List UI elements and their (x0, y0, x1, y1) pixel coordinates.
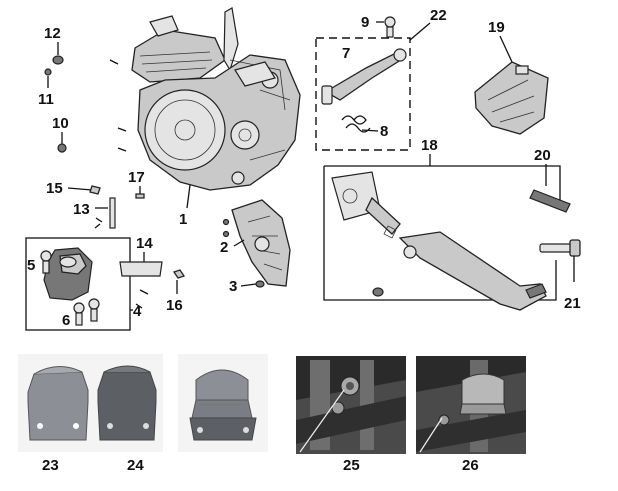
part-19-chain-guard (474, 61, 549, 135)
callout-3: 3 (229, 278, 237, 295)
part-10-washer (57, 143, 67, 153)
callout-15: 15 (46, 180, 63, 197)
photo-clamps-23-24 (18, 354, 163, 452)
group-box-4 (25, 237, 131, 331)
part-3-bolt (255, 280, 265, 288)
callout-19: 19 (488, 19, 505, 36)
callout-21: 21 (564, 295, 581, 312)
part-13-pin (109, 197, 116, 229)
part-17-clip (135, 193, 145, 199)
callout-16: 16 (166, 297, 183, 314)
callout-26: 26 (462, 457, 479, 474)
callout-7: 7 (342, 45, 350, 62)
callout-25: 25 (343, 457, 360, 474)
part-18-nut (372, 287, 384, 297)
callout-24: 24 (127, 457, 144, 474)
group-box-18 (323, 165, 561, 301)
part-2-sprocket-cover (231, 199, 291, 287)
part-16-clip (172, 269, 186, 279)
part-18-kickstand (331, 171, 547, 311)
part-20-pad (529, 189, 571, 213)
callout-4: 4 (133, 303, 142, 320)
callout-11: 11 (38, 91, 54, 108)
callout-8: 8 (380, 123, 388, 140)
callout-2: 2 (220, 239, 228, 256)
photo-clamp-assembled (178, 354, 268, 452)
engine-assembly (109, 7, 301, 191)
callout-6: 6 (62, 312, 70, 329)
part-21-bolt (539, 239, 581, 257)
part-24-clamp (97, 371, 157, 441)
callout-22: 22 (430, 7, 447, 24)
callout-1-leader (186, 184, 191, 209)
part-11-clip (44, 68, 52, 76)
callout-13: 13 (73, 201, 90, 218)
part-6-bolts (73, 298, 100, 326)
callout-9: 9 (361, 14, 369, 31)
callout-23: 23 (42, 457, 59, 474)
part-14-gasket (119, 261, 163, 277)
part-7-shift-lever (321, 48, 407, 105)
part-8-spring (341, 115, 371, 133)
callout-20: 20 (534, 147, 551, 164)
callout-18: 18 (421, 137, 438, 154)
callout-12: 12 (44, 25, 61, 42)
part-5-bolt (40, 250, 52, 274)
part-15-clip (89, 185, 101, 195)
part-9-bolt (384, 16, 396, 38)
photo-25-frame-mount (296, 356, 406, 454)
callout-1: 1 (179, 211, 187, 228)
part-23-clamp (27, 371, 89, 441)
part-4-thermostat-housing (43, 247, 93, 301)
callout-10: 10 (52, 115, 69, 132)
callout-5: 5 (27, 257, 35, 274)
photo-26-frame-mount (416, 356, 526, 454)
part-12-nut (52, 55, 64, 65)
callout-14: 14 (136, 235, 153, 252)
callout-17: 17 (128, 169, 145, 186)
